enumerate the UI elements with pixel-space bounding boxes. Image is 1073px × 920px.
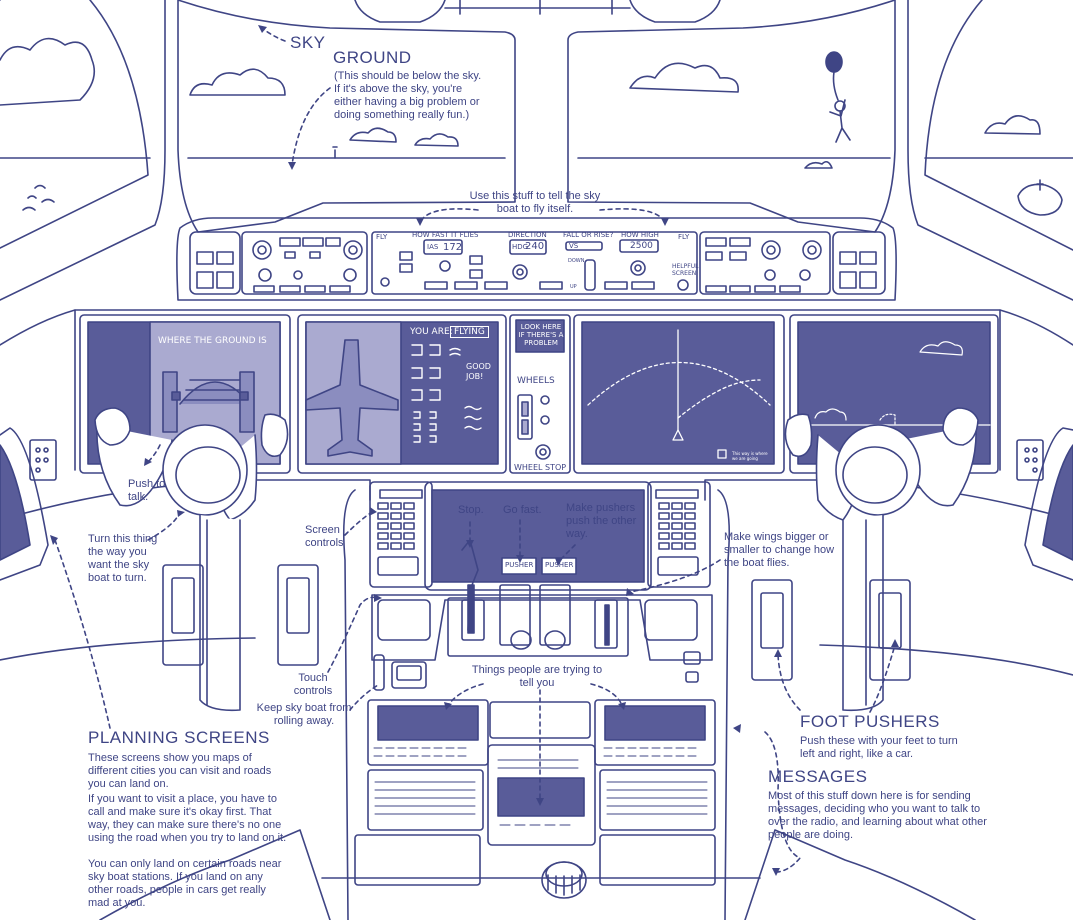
push-to-talk-label: Push to talk. xyxy=(128,478,166,503)
autopilot-text: Use this stuff to tell the sky boat to f… xyxy=(469,190,601,215)
turn-yoke-label: Turn this thing the way you want the sky… xyxy=(88,533,158,584)
direction-label: DIRECTION xyxy=(508,231,547,239)
left-yoke xyxy=(94,407,289,712)
alt-value: 2500 xyxy=(630,241,653,251)
ground-text: (This should be below the sky. If it's a… xyxy=(334,70,482,121)
arrow-heads xyxy=(50,25,899,876)
screen-controls-label: Screen controls xyxy=(305,524,344,549)
seat-right xyxy=(744,829,976,920)
floor xyxy=(0,637,1073,676)
wheels-module xyxy=(517,394,551,460)
fly-left-label: FLY xyxy=(376,233,388,241)
planning-title: PLANNING SCREENS xyxy=(88,728,270,747)
right-yoke xyxy=(784,407,979,712)
ias-label: IAS xyxy=(427,243,439,251)
messages-title: MESSAGES xyxy=(768,767,868,786)
tiny-figure xyxy=(332,146,338,159)
foot-pushers-text: Push these with your feet to turn left a… xyxy=(800,735,958,760)
status-glyphs xyxy=(411,344,482,443)
clouds xyxy=(0,37,1041,211)
foot-pushers-title: FOOT PUSHERS xyxy=(800,712,940,731)
reverse-label: Make pushers push the other way. xyxy=(566,502,637,540)
touch-controls-label: Touch controls xyxy=(293,672,333,697)
fall-rise-label: FALL OR RISE? xyxy=(563,231,614,239)
pusher-left-label: PUSHER xyxy=(505,561,534,569)
glareshield xyxy=(176,217,897,301)
windshield xyxy=(0,0,1073,301)
flying-status: FLYING xyxy=(450,326,489,338)
wings-label: Make wings bigger or smaller to change h… xyxy=(724,531,835,569)
how-fast-label: HOW FAST IT FLIES xyxy=(412,231,479,239)
side-screens xyxy=(0,427,1073,581)
down-label: DOWN xyxy=(568,258,585,264)
wheel-stop-label: WHEEL STOP xyxy=(514,463,567,472)
parking-brake-label: Keep sky boat from rolling away. xyxy=(256,702,352,727)
wheels-label: WHEELS xyxy=(517,376,555,386)
up-label: UP xyxy=(570,284,577,290)
ground-screen-title: WHERE THE GROUND IS xyxy=(158,336,267,346)
vs-label: VS xyxy=(569,242,579,250)
hdg-value: 240 xyxy=(525,241,545,252)
you-are-label: YOU ARE: xyxy=(410,327,453,337)
problem-screen xyxy=(515,319,565,353)
attitude-details xyxy=(162,371,255,433)
how-high-label: HOW HIGH xyxy=(621,231,659,239)
helpful-screen-label: HELPFUL SCREEN xyxy=(672,263,699,277)
planning-p1: These screens show you maps of different… xyxy=(88,752,272,790)
planning-p2: If you want to visit a place, you have t… xyxy=(88,793,287,844)
problem-screen-text: LOOK HERE IF THERE'S A PROBLEM xyxy=(518,323,564,347)
ground-title: GROUND xyxy=(333,48,412,67)
fly-right-label: FLY xyxy=(678,233,690,241)
plane-top-view xyxy=(305,339,399,457)
hdg-label: HDG xyxy=(512,243,529,251)
go-fast-label: Go fast. xyxy=(503,504,542,516)
planning-p3: You can only land on certain roads near … xyxy=(88,858,282,909)
stop-label: Stop. xyxy=(458,504,484,516)
map-details xyxy=(587,329,771,459)
ias-value: 172 xyxy=(443,242,463,253)
map-note: This way is where we are going xyxy=(732,451,768,461)
good-job-text: GOOD JOB! xyxy=(466,362,491,381)
messages-text: Most of this stuff down here is for send… xyxy=(768,790,987,841)
seat-left xyxy=(99,829,331,920)
pedestal xyxy=(321,481,761,920)
sky-title: SKY xyxy=(290,33,326,52)
island xyxy=(1017,183,1063,216)
messages-screen-label: Things people are trying to tell you xyxy=(471,664,603,689)
pusher-right-label: PUSHER xyxy=(545,561,574,569)
balloon-figure xyxy=(825,51,851,143)
